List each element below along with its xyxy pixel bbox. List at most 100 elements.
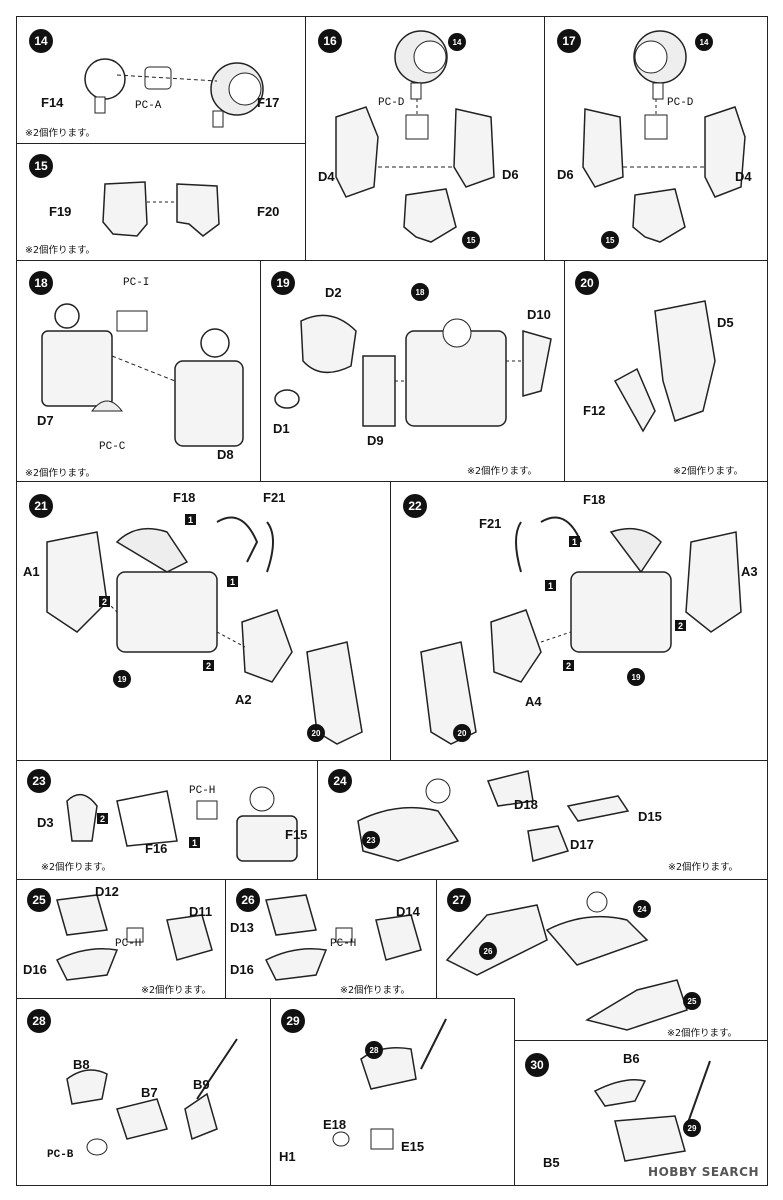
part-F17: F17 <box>257 95 280 110</box>
part-D9: D9 <box>367 433 384 448</box>
part-PC-H: PC-H <box>189 785 216 797</box>
step-23-note: ※2個作ります。 <box>41 862 112 873</box>
step-20-panel: 20 D5 F12 ※2個作ります。 <box>564 260 768 482</box>
step-21-ref-20: 20 <box>307 724 325 742</box>
part-D14: D14 <box>396 904 420 919</box>
step-27-note: ※2個作ります。 <box>667 1028 738 1039</box>
step-16-badge: 16 <box>318 29 342 53</box>
step-29-ref-28: 28 <box>365 1041 383 1059</box>
part-E18: E18 <box>323 1117 347 1132</box>
step-21-marker-2b: 2 <box>203 660 214 671</box>
part-D11: D11 <box>189 904 213 919</box>
step-17-ref-15: 15 <box>601 231 619 249</box>
part-D4: D4 <box>735 169 752 184</box>
step-26-note: ※2個作ります。 <box>340 985 411 996</box>
step-26-panel: 26 D13 D14 PC-H D16 ※2個作ります。 <box>225 879 437 999</box>
step-22-panel: 22 F21 F18 A3 A4 1 1 2 2 19 20 <box>390 481 768 761</box>
step-20-note: ※2個作ります。 <box>673 466 744 477</box>
step-22-ref-19: 19 <box>627 668 645 686</box>
step-21-marker-1a: 1 <box>185 514 196 525</box>
part-PC-C: PC-C <box>99 441 126 453</box>
step-23-marker-2: 2 <box>97 813 108 824</box>
step-19-illustration <box>274 314 552 427</box>
step-22-badge: 22 <box>403 494 427 518</box>
part-D8: D8 <box>217 447 234 462</box>
step-20-illustration <box>613 300 716 433</box>
step-29-illustration <box>332 1018 447 1150</box>
step-27-badge: 27 <box>447 888 471 912</box>
step-27-ref-26: 26 <box>479 942 497 960</box>
step-25-illustration <box>55 894 213 981</box>
step-27-illustration <box>445 891 688 1031</box>
part-D6: D6 <box>557 167 574 182</box>
step-16-panel: 16 14 PC-D D4 D6 15 <box>305 16 545 261</box>
step-21-marker-2a: 2 <box>99 596 110 607</box>
part-A4: A4 <box>525 694 542 709</box>
step-15-badge: 15 <box>29 154 53 178</box>
part-D15: D15 <box>638 809 662 824</box>
part-F14: F14 <box>41 95 64 110</box>
step-21-ref-19: 19 <box>113 670 131 688</box>
step-15-panel: 15 F19 F20 ※2個作ります。 <box>16 143 306 261</box>
part-PC-H: PC-H <box>115 938 142 950</box>
step-14-panel: 14 F14 PC-A F17 ※2個作ります。 <box>16 16 306 144</box>
part-D4: D4 <box>318 169 335 184</box>
step-18-badge: 18 <box>29 271 53 295</box>
step-19-ref-18: 18 <box>411 283 429 301</box>
step-21-illustration <box>46 516 363 745</box>
part-A1: A1 <box>23 564 40 579</box>
step-16-ref-15: 15 <box>462 231 480 249</box>
step-26-badge: 26 <box>236 888 260 912</box>
step-22-ref-20: 20 <box>453 724 471 742</box>
step-26-illustration <box>264 894 422 981</box>
step-14-note: ※2個作ります。 <box>25 128 96 139</box>
part-D3: D3 <box>37 815 54 830</box>
part-F15: F15 <box>285 827 308 842</box>
part-D18: D18 <box>514 797 538 812</box>
step-28-panel: 28 B8 B7 B9 PC-B <box>16 998 271 1186</box>
part-D16: D16 <box>23 962 47 977</box>
part-D7: D7 <box>37 413 54 428</box>
step-21-badge: 21 <box>29 494 53 518</box>
step-17-badge: 17 <box>557 29 581 53</box>
step-22-marker-2b: 2 <box>563 660 574 671</box>
step-21-panel: 21 F18 F21 A1 A2 1 1 2 2 19 20 <box>16 481 391 761</box>
part-H1: H1 <box>279 1149 296 1164</box>
part-D5: D5 <box>717 315 734 330</box>
step-30-ref-29: 29 <box>683 1119 701 1137</box>
part-B6: B6 <box>623 1051 640 1066</box>
part-D6: D6 <box>502 167 519 182</box>
step-19-note: ※2個作ります。 <box>467 466 538 477</box>
part-F21: F21 <box>263 490 286 505</box>
step-16-illustration <box>335 30 495 243</box>
step-17-ref-14: 14 <box>695 33 713 51</box>
step-29-badge: 29 <box>281 1009 305 1033</box>
step-24-note: ※2個作ります。 <box>668 862 739 873</box>
part-F20: F20 <box>257 204 280 219</box>
watermark: HOBBY SEARCH <box>648 1165 759 1179</box>
step-17-panel: 17 14 PC-D D6 D4 15 <box>544 16 768 261</box>
part-PC-B: PC-B <box>47 1149 74 1161</box>
step-27-ref-25: 25 <box>683 992 701 1010</box>
part-D17: D17 <box>570 837 594 852</box>
part-D1: D1 <box>273 421 290 436</box>
part-PC-D: PC-D <box>667 97 694 109</box>
step-19-panel: 19 D2 18 D10 D1 D9 ※2個作ります。 <box>260 260 565 482</box>
step-20-badge: 20 <box>575 271 599 295</box>
step-21-marker-1b: 1 <box>227 576 238 587</box>
step-30-badge: 30 <box>525 1053 549 1077</box>
part-PC-D: PC-D <box>378 97 405 109</box>
step-22-marker-1b: 1 <box>545 580 556 591</box>
step-19-badge: 19 <box>271 271 295 295</box>
part-D12: D12 <box>95 884 119 899</box>
step-18-panel: 18 PC-I D7 PC-C D8 ※2個作ります。 <box>16 260 261 482</box>
part-A2: A2 <box>235 692 252 707</box>
part-B7: B7 <box>141 1085 158 1100</box>
part-F18: F18 <box>173 490 196 505</box>
step-22-illustration <box>420 516 742 745</box>
step-28-badge: 28 <box>27 1009 51 1033</box>
part-F16: F16 <box>145 841 168 856</box>
step-18-illustration <box>41 303 244 447</box>
step-18-note: ※2個作ります。 <box>25 468 96 479</box>
step-30-panel: 30 B6 29 B5 HOBBY SEARCH <box>514 1040 768 1186</box>
